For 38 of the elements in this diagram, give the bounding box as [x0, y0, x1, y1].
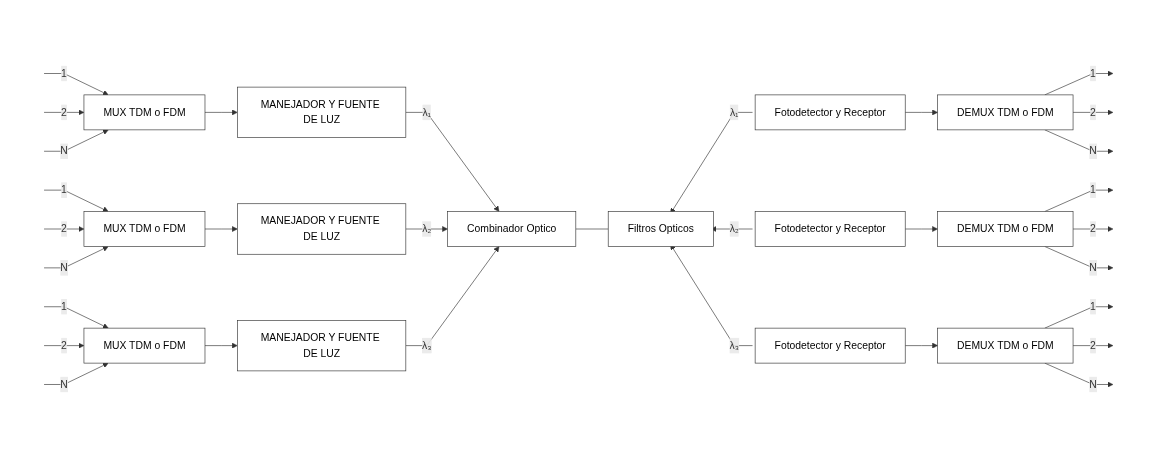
node-box: Fotodetector y Receptor: [754, 94, 906, 131]
edge-label: N: [60, 145, 68, 157]
edge-label: 1: [1090, 300, 1096, 312]
edge-label: 1: [61, 67, 67, 79]
node-box: MANEJADOR Y FUENTE DE LUZ: [237, 320, 407, 372]
edge-label: N: [1089, 262, 1097, 274]
edge-label: N: [1089, 145, 1097, 157]
edge-label: 2: [1090, 106, 1096, 118]
edge-label: 2: [61, 223, 67, 235]
edge-label: λ₂: [422, 223, 432, 235]
edge-label: 1: [1090, 67, 1096, 79]
edge-label: 2: [1090, 339, 1096, 351]
node-box: Fotodetector y Receptor: [754, 327, 906, 364]
node-box: MUX TDM o FDM: [83, 327, 206, 364]
node-box: MUX TDM o FDM: [83, 94, 206, 131]
edge-label: N: [60, 378, 68, 390]
edge-label: 2: [1090, 223, 1096, 235]
node-box: Fotodetector y Receptor: [754, 211, 906, 247]
edge-label: λ₁: [422, 106, 432, 118]
node-box: Combinador Optico: [447, 211, 577, 247]
edge-label: 1: [61, 184, 67, 196]
node-box: MANEJADOR Y FUENTE DE LUZ: [237, 86, 407, 138]
edge-label: λ₂: [729, 223, 739, 235]
edge-label: N: [1089, 378, 1097, 390]
edge-label: λ₃: [729, 339, 739, 351]
node-box: DEMUX TDM o FDM: [937, 94, 1074, 131]
edge-label: N: [60, 262, 68, 274]
node-box: MANEJADOR Y FUENTE DE LUZ: [237, 203, 407, 255]
node-box: MUX TDM o FDM: [83, 211, 206, 247]
edge-label: 2: [61, 339, 67, 351]
node-box: DEMUX TDM o FDM: [937, 211, 1074, 247]
node-box: Filtros Opticos: [607, 211, 714, 247]
node-box: DEMUX TDM o FDM: [937, 327, 1074, 364]
edge-label: 1: [61, 300, 67, 312]
edge-label: λ₃: [422, 339, 432, 351]
edge-label: 2: [61, 106, 67, 118]
edge-label: λ₁: [729, 106, 739, 118]
edge-label: 1: [1090, 184, 1096, 196]
